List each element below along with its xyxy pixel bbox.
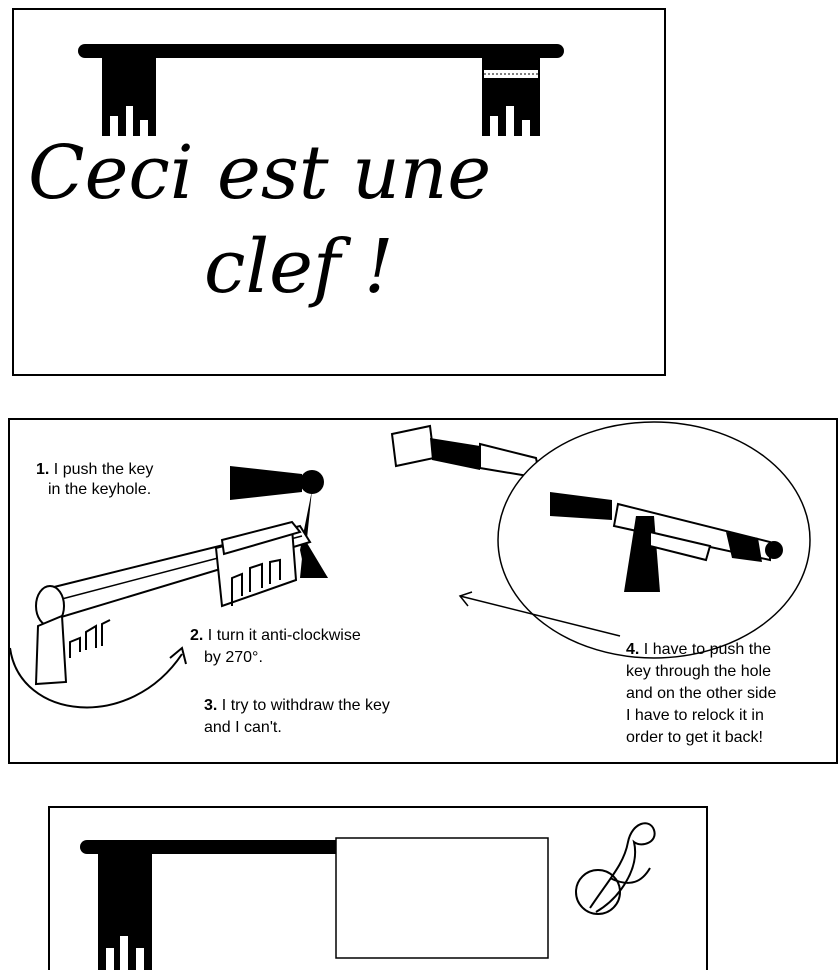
step-4-text-3: and on the other side: [626, 684, 776, 704]
step-4-text-2: key through the hole: [626, 662, 771, 682]
step-4-text-5: order to get it back!: [626, 728, 763, 748]
label-box: [336, 838, 548, 958]
panel-key-drawing: Ceci est une clef !: [12, 8, 666, 376]
step-1-text: 1. I push the key: [36, 460, 153, 480]
step-2-text: 2. I turn it anti-clockwise: [190, 626, 361, 646]
handwriting-line-1: Ceci est une: [28, 130, 491, 216]
handwriting-line-2: clef !: [204, 224, 394, 310]
keyring-loop: [590, 823, 655, 912]
step-2-text-2: by 270°.: [204, 648, 263, 668]
key-box-illustration: [50, 808, 710, 972]
key-bit-front: [36, 616, 66, 684]
step-4-text-4: I have to relock it in: [626, 706, 764, 726]
step-3-text-2: and I can't.: [204, 718, 282, 738]
step-3-text: 3. I try to withdraw the key: [204, 696, 390, 716]
key-shaft: [80, 840, 350, 854]
panel-key-box: [48, 806, 708, 970]
step-1-text-2: in the keyhole.: [48, 480, 151, 500]
keyring-circle: [576, 870, 620, 914]
panel-instructions: 1. I push the key in the keyhole. 2. I t…: [8, 418, 838, 764]
keyhole-plate: [230, 466, 302, 500]
step-4-text: 4. I have to push the: [626, 640, 771, 660]
